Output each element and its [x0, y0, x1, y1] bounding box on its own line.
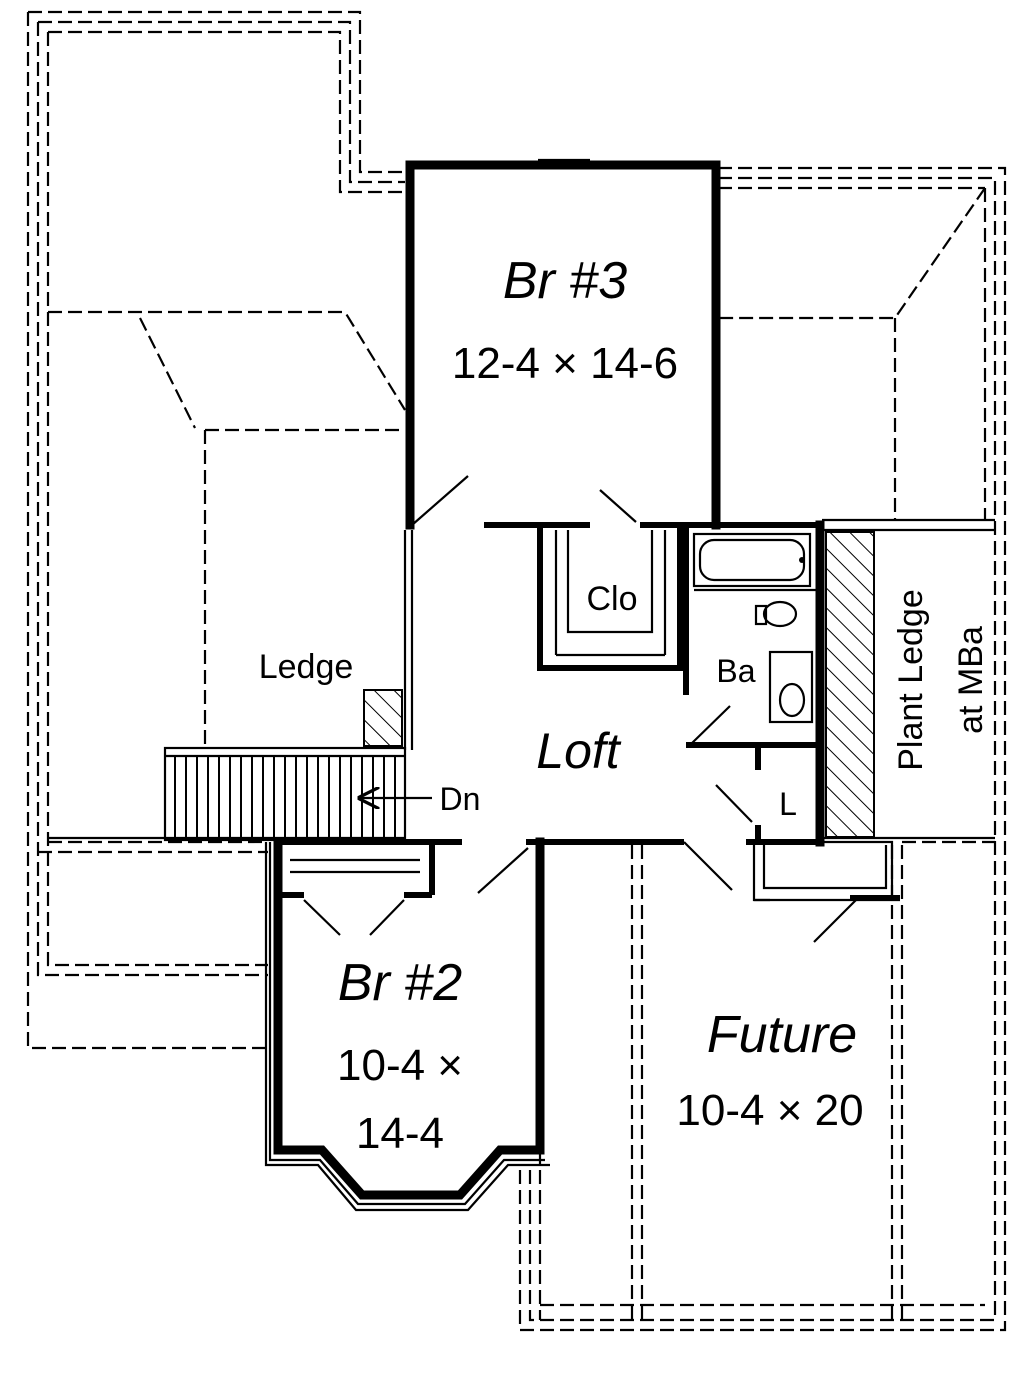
linen-label: L — [779, 786, 797, 822]
loft-label: Loft — [536, 723, 622, 779]
br2-name: Br #2 — [338, 954, 462, 1012]
br2-walls — [264, 837, 550, 1212]
br2-size-line2: 14-4 — [356, 1109, 444, 1158]
labels: Br #3 12-4 × 14-6 Clo Ba L Loft Ledge Dn… — [259, 252, 990, 1158]
ledge-hatch — [363, 689, 403, 747]
future-name: Future — [707, 1006, 857, 1064]
stairs — [163, 746, 432, 842]
closet-walls — [537, 525, 683, 671]
plant-ledge-line2: at MBa — [952, 626, 990, 734]
thin-lines — [48, 158, 995, 840]
future-walls — [683, 840, 900, 943]
ledge-label: Ledge — [259, 648, 354, 686]
future-size: 10-4 × 20 — [676, 1086, 863, 1135]
plant-ledge-hatch — [825, 531, 875, 838]
br3-name: Br #3 — [503, 252, 627, 310]
plant-ledge-line1: Plant Ledge — [892, 589, 930, 771]
bath-label: Ba — [716, 653, 755, 689]
br3-walls — [405, 160, 822, 530]
roof-outline — [26, 10, 1007, 1332]
closet-label: Clo — [586, 580, 637, 618]
stairs-down-label: Dn — [440, 781, 481, 817]
bath-walls — [683, 520, 825, 847]
br2-size-line1: 10-4 × — [337, 1041, 463, 1090]
br3-size: 12-4 × 14-6 — [452, 339, 678, 388]
